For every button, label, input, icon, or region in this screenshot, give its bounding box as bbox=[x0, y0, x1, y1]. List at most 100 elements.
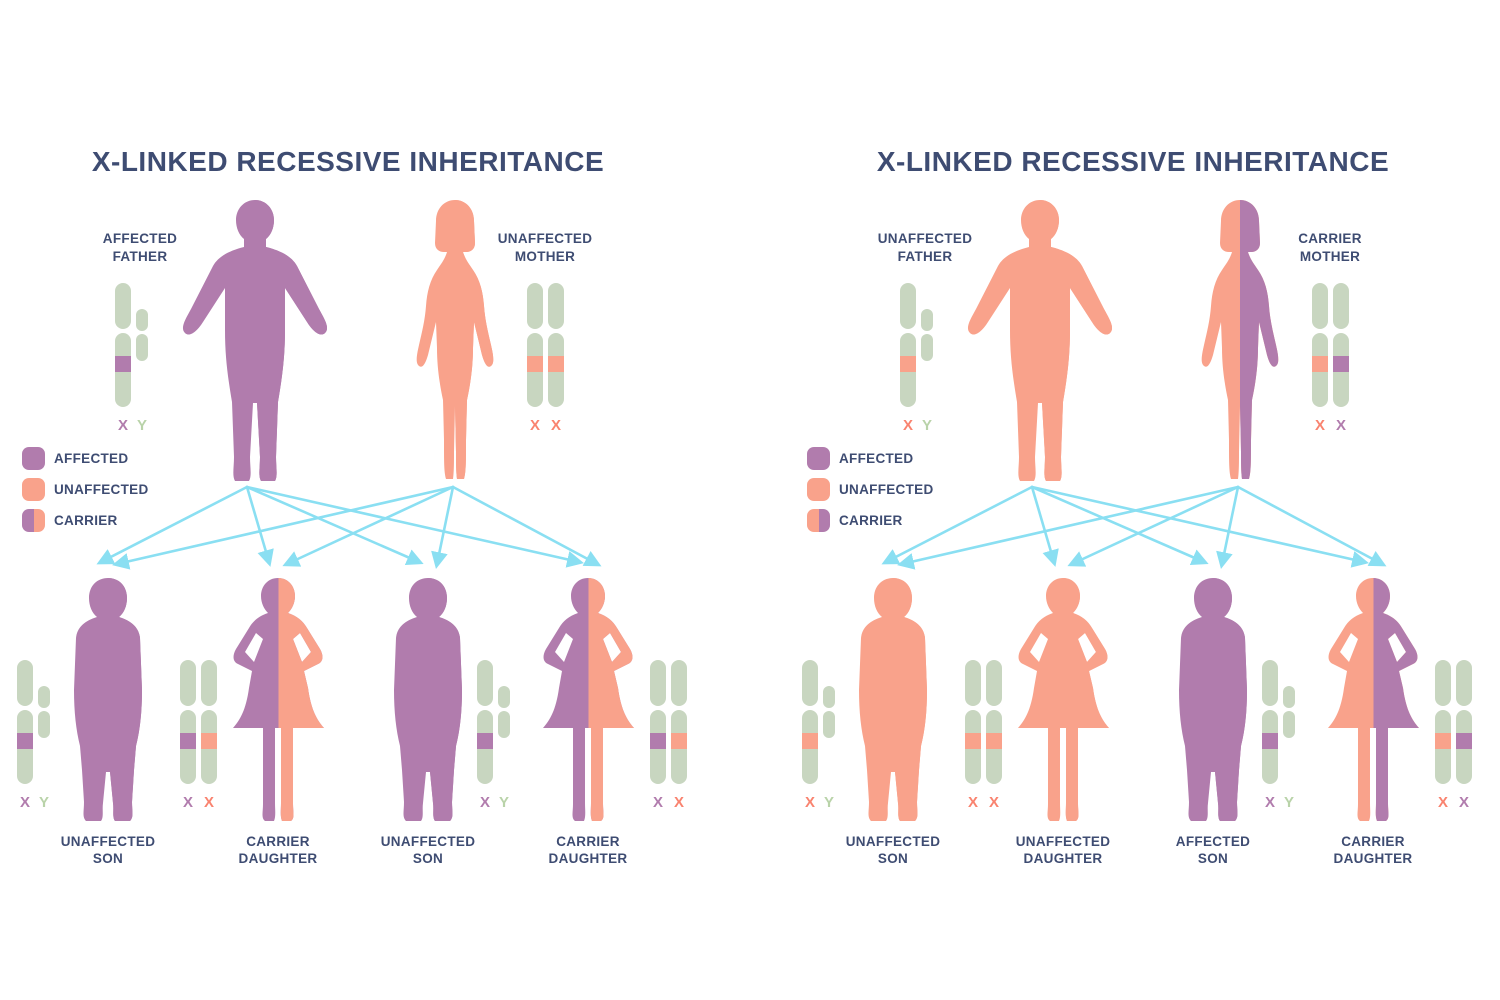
x-chromosome-label: X bbox=[1264, 794, 1275, 811]
father-figure bbox=[182, 200, 328, 481]
gene-band bbox=[180, 733, 196, 749]
chromosome-arm bbox=[498, 686, 510, 708]
daughter-2-label: CARRIER DAUGHTER bbox=[1293, 833, 1453, 867]
chromosome-arm bbox=[921, 309, 933, 331]
swatch-right-half bbox=[33, 478, 45, 501]
legend-item-affected: AFFECTED bbox=[22, 447, 149, 470]
mother-label: CARRIER MOTHER bbox=[1250, 230, 1410, 266]
chromosome-arm bbox=[986, 660, 1002, 706]
father-label-line1: UNAFFECTED bbox=[877, 231, 973, 246]
child-label-line2: SON bbox=[412, 851, 444, 866]
x-chromosome-label: X bbox=[182, 794, 193, 811]
chromosome-arm bbox=[17, 660, 33, 706]
gene-band bbox=[477, 733, 493, 749]
gene-band bbox=[650, 733, 666, 749]
figure-left-half bbox=[967, 200, 1113, 481]
gene-band bbox=[115, 356, 131, 372]
chromosome-labels: X X bbox=[180, 794, 217, 811]
x-chromosome-label: X bbox=[529, 417, 540, 434]
son-1-label: UNAFFECTED SON bbox=[813, 833, 973, 867]
chromosome-arm bbox=[823, 711, 835, 738]
y-chromosome bbox=[921, 309, 933, 361]
x-chromosome bbox=[180, 660, 196, 784]
legend-item-carrier: CARRIER bbox=[807, 509, 934, 532]
x-chromosome bbox=[548, 283, 564, 407]
father-figure bbox=[967, 200, 1113, 481]
chromosome-arm bbox=[921, 334, 933, 361]
son-2-chromosome-pair: X Y bbox=[1262, 660, 1295, 811]
child-label-line1: UNAFFECTED bbox=[845, 834, 941, 849]
chromosome-arm bbox=[671, 660, 687, 706]
gene-band bbox=[1333, 356, 1349, 372]
daughter-1-chromosome-pair: X X bbox=[965, 660, 1002, 811]
swatch-right-half bbox=[818, 478, 830, 501]
x-chromosome-label: X bbox=[967, 794, 978, 811]
x-chromosome-label: X bbox=[117, 417, 128, 434]
father-label-line1: AFFECTED bbox=[102, 231, 178, 246]
chromosome-labels: X X bbox=[1435, 794, 1472, 811]
swatch-right-half bbox=[818, 509, 830, 532]
legend-swatch bbox=[22, 447, 45, 470]
daughter-1-label: UNAFFECTED DAUGHTER bbox=[983, 833, 1143, 867]
page-title: X-LINKED RECESSIVE INHERITANCE bbox=[91, 146, 605, 177]
father-label-line2: FATHER bbox=[112, 249, 168, 264]
gene-band bbox=[900, 356, 916, 372]
gene-band bbox=[671, 733, 687, 749]
child-label-line2: DAUGHTER bbox=[1023, 851, 1103, 866]
x-chromosome bbox=[986, 660, 1002, 784]
chromosome-arm bbox=[900, 283, 916, 329]
chromosome-arm bbox=[1283, 711, 1295, 738]
y-chromosome-label: Y bbox=[38, 794, 49, 811]
swatch-left-half bbox=[807, 478, 819, 501]
x-chromosome bbox=[965, 660, 981, 784]
chromosome-labels: X X bbox=[650, 794, 687, 811]
chromosome-arm bbox=[38, 711, 50, 738]
chromosome-labels: X Y bbox=[17, 794, 50, 811]
child-label-line1: CARRIER bbox=[246, 834, 310, 849]
x-chromosome bbox=[201, 660, 217, 784]
gene-band bbox=[527, 356, 543, 372]
swatch-right-half bbox=[33, 447, 45, 470]
child-label-line1: UNAFFECTED bbox=[1015, 834, 1111, 849]
child-label-line2: DAUGHTER bbox=[238, 851, 318, 866]
chromosome-arm bbox=[38, 686, 50, 708]
child-label-line1: UNAFFECTED bbox=[380, 834, 476, 849]
x-chromosome bbox=[17, 660, 33, 784]
y-chromosome-label: Y bbox=[823, 794, 834, 811]
chromosome-arm bbox=[136, 334, 148, 361]
child-label-line2: SON bbox=[92, 851, 124, 866]
gene-band bbox=[965, 733, 981, 749]
chromosome-arm bbox=[180, 660, 196, 706]
figure-right-half bbox=[278, 578, 324, 821]
father-label: AFFECTED FATHER bbox=[60, 230, 220, 266]
x-chromosome-label: X bbox=[19, 794, 30, 811]
legend: AFFECTED UNAFFECTED CARRIER bbox=[807, 447, 934, 532]
legend-label: CARRIER bbox=[839, 513, 903, 528]
swatch-left-half bbox=[22, 509, 34, 532]
chromosome-arm bbox=[1435, 660, 1451, 706]
chromosome-arm bbox=[802, 660, 818, 706]
child-label-line1: UNAFFECTED bbox=[60, 834, 156, 849]
daughter-1-figure bbox=[1018, 578, 1109, 821]
legend: AFFECTED UNAFFECTED CARRIER bbox=[22, 447, 149, 532]
chromosome-arm bbox=[527, 283, 543, 329]
legend-label: CARRIER bbox=[54, 513, 118, 528]
swatch-left-half bbox=[22, 447, 34, 470]
gene-band bbox=[986, 733, 1002, 749]
child-label-line1: CARRIER bbox=[1341, 834, 1405, 849]
daughter-2-label: CARRIER DAUGHTER bbox=[508, 833, 668, 867]
x-chromosome bbox=[527, 283, 543, 407]
son-1-chromosome-pair: X Y bbox=[802, 660, 835, 811]
x-chromosome-label: X bbox=[1437, 794, 1448, 811]
x-chromosome bbox=[1333, 283, 1349, 407]
legend-item-unaffected: UNAFFECTED bbox=[807, 478, 934, 501]
chromosome-labels: X Y bbox=[115, 417, 148, 434]
chromosome-labels: X Y bbox=[802, 794, 835, 811]
legend-swatch bbox=[807, 478, 830, 501]
x-chromosome bbox=[900, 283, 916, 407]
child-label-line2: SON bbox=[877, 851, 909, 866]
gene-band bbox=[1262, 733, 1278, 749]
legend-label: UNAFFECTED bbox=[54, 482, 149, 497]
chromosome-arm bbox=[1333, 283, 1349, 329]
mother-chromosome-pair: X X bbox=[527, 283, 564, 434]
